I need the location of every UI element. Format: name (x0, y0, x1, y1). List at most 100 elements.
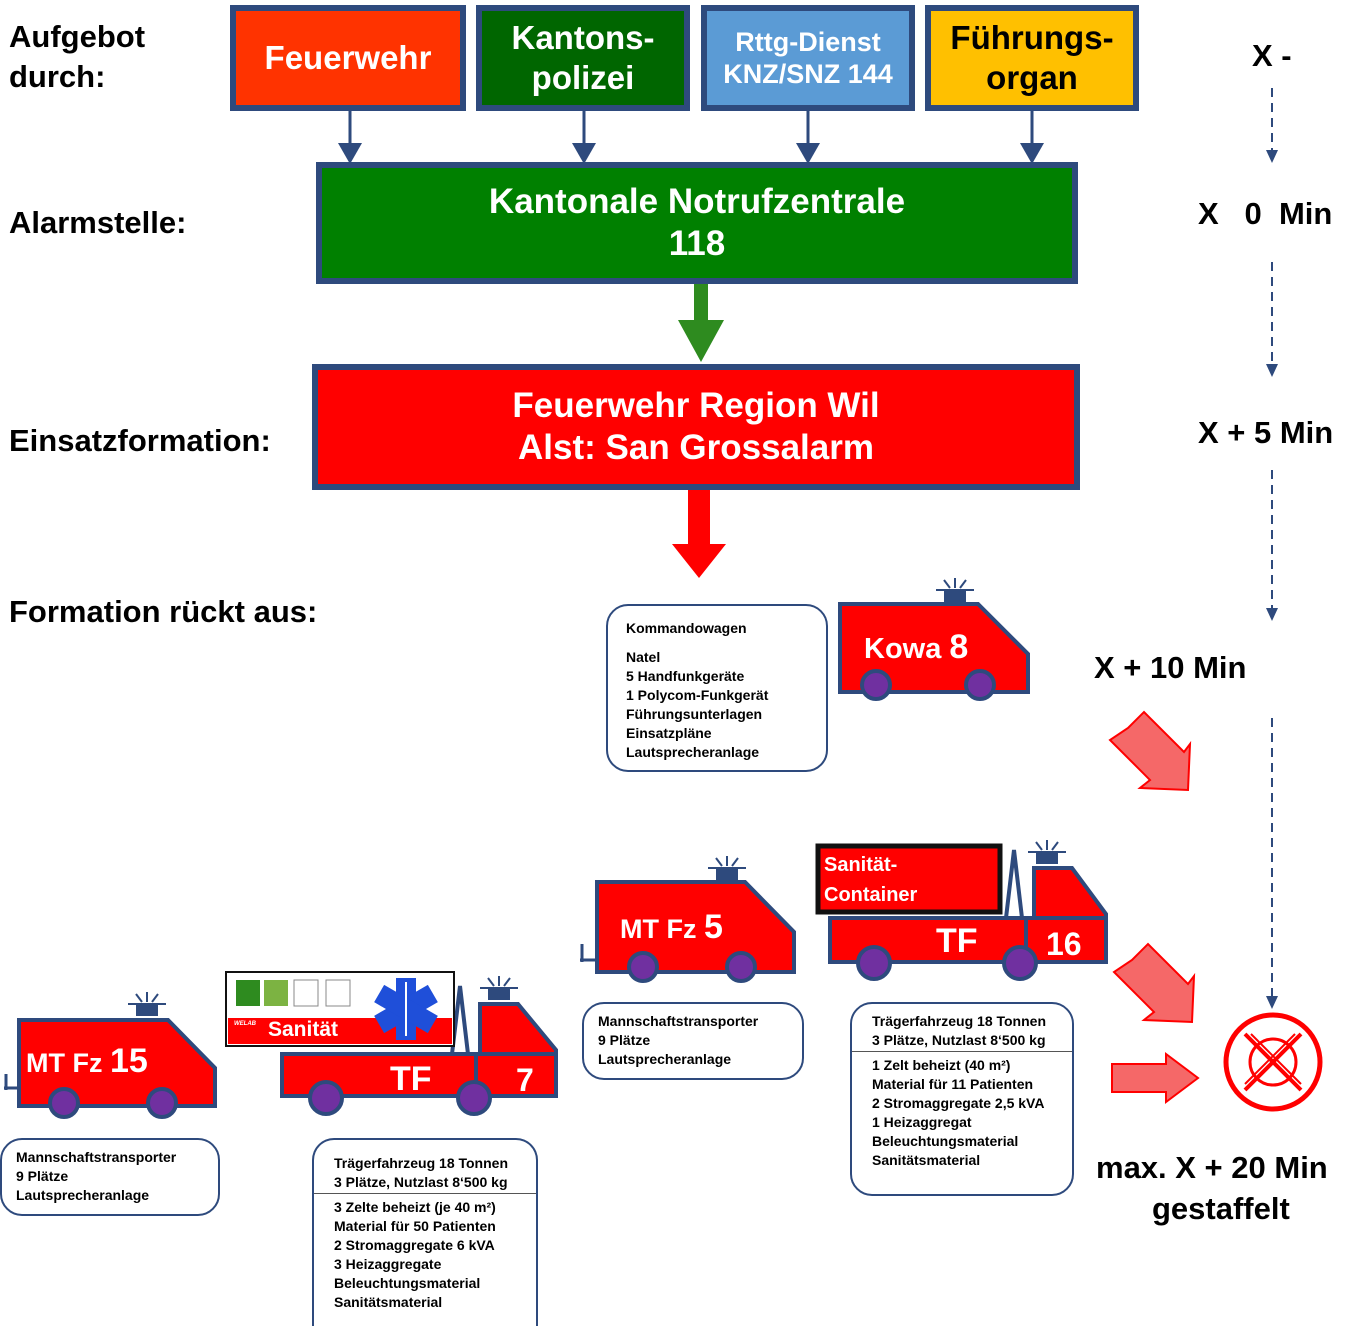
tf7-container-text: Sanität (268, 1018, 339, 1041)
time-x-10: X + 10 Min (1094, 650, 1247, 685)
info-tf7: Trägerfahrzeug 18 Tonnen 3 Plätze, Nutzl… (312, 1138, 538, 1326)
info-line: Sanitätsmaterial (334, 1294, 443, 1310)
info-line: 2 Stromaggregate 2,5 kVA (872, 1095, 1045, 1111)
info-line: Trägerfahrzeug 18 Tonnen (872, 1013, 1046, 1029)
mt5-number: 5 (704, 908, 723, 946)
kowa-number: 8 (949, 628, 969, 666)
kowa-name: Kowa (864, 633, 942, 665)
info-line: 3 Plätze, Nutzlast 8‘500 kg (334, 1174, 508, 1190)
info-divider (314, 1193, 536, 1194)
vehicle-tf7 (225, 971, 558, 1116)
row-label-alarmstelle: Alarmstelle: (9, 205, 187, 240)
time-gestaffelt: gestaffelt (1152, 1191, 1290, 1226)
info-line: 1 Polycom-Funkgerät (626, 687, 769, 703)
info-tf16: Trägerfahrzeug 18 Tonnen 3 Plätze, Nutzl… (850, 1002, 1074, 1196)
green-arrow (678, 283, 724, 362)
row-label-aufgebot-durch: durch: (9, 59, 106, 94)
siren-icon (480, 976, 518, 1000)
info-line: Führungsunterlagen (626, 706, 763, 722)
info-line: Material für 11 Patienten (872, 1076, 1034, 1092)
formation-line2: Alst: San Grossalarm (518, 428, 874, 467)
siren-icon (128, 992, 166, 1016)
source-rttg-line1: Rttg-Dienst (735, 26, 881, 57)
info-line: Einsatzpläne (626, 725, 712, 741)
info-line: 3 Heizaggregate (334, 1256, 442, 1272)
vehicle-kowa (838, 578, 1030, 701)
tf7-name: TF (390, 1060, 432, 1098)
info-line: Mannschaftstransporter (16, 1149, 177, 1165)
time-x-0: X 0 Min (1198, 196, 1333, 231)
info-line: Lautsprecheranlage (598, 1051, 732, 1067)
central-line1: Kantonale Notrufzentrale (488, 182, 906, 221)
container-line2: Container (824, 884, 918, 906)
mt5-label: MT Fz 5 (620, 908, 723, 947)
timeline-arrowheads (1266, 150, 1278, 1009)
siren-icon (708, 856, 746, 880)
info-line: Lautsprecheranlage (16, 1187, 150, 1203)
source-kantonspolizei: Kantons- polizei (476, 5, 690, 111)
source-fuehrung-line2: organ (986, 59, 1078, 96)
source-kapo-line1: Kantons- (511, 19, 655, 57)
source-rttg-line2: KNZ/SNZ 144 (723, 59, 893, 89)
tf16-number: 16 (1046, 926, 1082, 962)
block-arrows (1108, 710, 1200, 1104)
mt15-label: MT Fz 15 (26, 1042, 148, 1081)
info-line: 9 Plätze (16, 1168, 69, 1184)
info-line: Lautsprecheranlage (626, 744, 760, 760)
source-feuerwehr: Feuerwehr (230, 5, 466, 111)
row-label-einsatzformation: Einsatzformation: (9, 423, 271, 458)
vehicle-mt5 (580, 856, 796, 983)
info-spacer (626, 638, 826, 648)
red-arrow (672, 490, 726, 578)
info-line: Sanitätsmaterial (872, 1152, 981, 1168)
siren-icon (936, 578, 974, 602)
info-line: 2 Stromaggregate 6 kVA (334, 1237, 495, 1253)
mt15-name: MT Fz (26, 1048, 103, 1078)
central-line2: 118 (668, 224, 726, 263)
target-cross-icon (1223, 1012, 1323, 1112)
source-arrows (338, 110, 1044, 164)
tf7-number: 7 (516, 1062, 534, 1098)
time-x-minus: X - (1252, 38, 1292, 73)
info-line: 3 Plätze, Nutzlast 8‘500 kg (872, 1032, 1046, 1048)
info-line: Beleuchtungsmaterial (334, 1275, 481, 1291)
source-kapo-line2: polizei (531, 59, 635, 96)
tf16-name: TF (936, 922, 978, 960)
source-rttg-dienst: Rttg-Dienst KNZ/SNZ 144 (701, 5, 915, 111)
info-line: 1 Heizaggregat (872, 1114, 972, 1130)
tf7-brand: WELAB (234, 1021, 256, 1027)
tf16-container-text: Sanität- Container (824, 850, 917, 910)
vehicle-tf16 (815, 840, 1108, 981)
info-line: 9 Plätze (598, 1032, 651, 1048)
time-max-x-20: max. X + 20 Min (1096, 1150, 1328, 1185)
info-mt15: Mannschaftstransporter 9 Plätze Lautspre… (0, 1138, 220, 1216)
kowa-label: Kowa 8 (864, 628, 968, 667)
info-mt5: Mannschaftstransporter 9 Plätze Lautspre… (582, 1002, 804, 1080)
formation-line1: Feuerwehr Region Wil (512, 386, 880, 425)
mt5-name: MT Fz (620, 914, 697, 944)
info-line: 5 Handfunkgeräte (626, 668, 745, 684)
star-of-life-icon (374, 978, 438, 1040)
row-label-formation: Formation rückt aus: (9, 594, 318, 629)
info-divider (852, 1051, 1072, 1052)
info-line: 1 Zelt beheizt (40 m²) (872, 1057, 1011, 1073)
info-line: Mannschaftstransporter (598, 1013, 759, 1029)
time-x-5: X + 5 Min (1198, 415, 1334, 450)
central-notrufzentrale: Kantonale Notrufzentrale 118 (316, 162, 1078, 284)
source-fuehrung-line1: Führungs- (950, 19, 1114, 57)
info-line: Natel (626, 649, 661, 665)
info-line: Trägerfahrzeug 18 Tonnen (334, 1155, 508, 1171)
container-box (815, 843, 1003, 915)
siren-icon (1028, 840, 1066, 864)
formation-box: Feuerwehr Region Wil Alst: San Grossalar… (312, 364, 1080, 490)
vehicle-mt15 (4, 992, 217, 1119)
info-kowa: Kommandowagen Natel 5 Handfunkgeräte 1 P… (606, 604, 828, 772)
source-fuehrungsorgan: Führungs- organ (925, 5, 1139, 111)
mt15-number: 15 (110, 1042, 148, 1080)
info-line: Material für 50 Patienten (334, 1218, 496, 1234)
info-line: Beleuchtungsmaterial (872, 1133, 1019, 1149)
info-line: Kommandowagen (626, 620, 747, 636)
row-label-aufgebot: Aufgebot (9, 19, 146, 54)
source-feuerwehr-label: Feuerwehr (264, 39, 432, 77)
